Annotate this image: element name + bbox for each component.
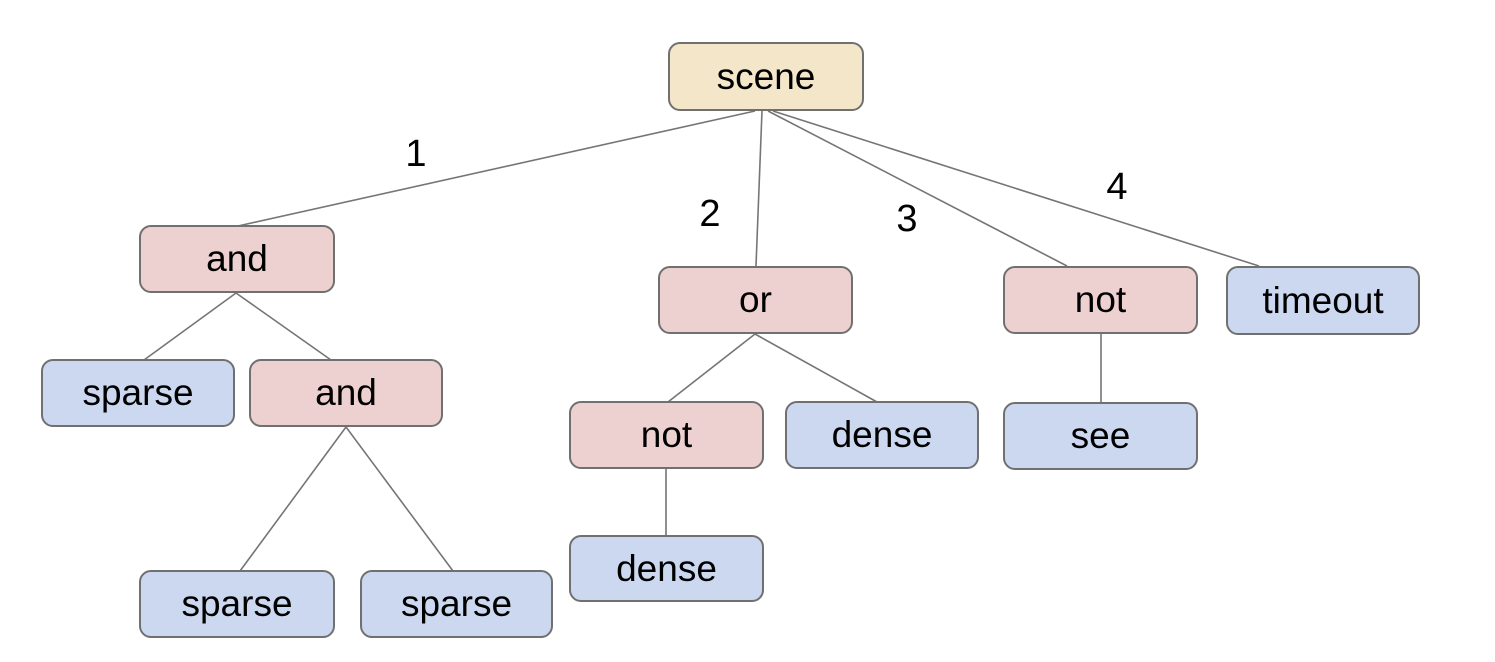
node-dense-2: dense — [569, 535, 764, 602]
edge-and-and — [235, 292, 332, 361]
edge-label-3: 3 — [896, 198, 917, 240]
edge-and2-sparse3 — [345, 426, 454, 572]
edge-scene-timeout — [772, 110, 1260, 267]
node-sparse-2: sparse — [139, 570, 335, 638]
node-not-1: not — [1003, 266, 1198, 334]
node-scene: scene — [668, 42, 864, 111]
node-and-1: and — [139, 225, 335, 293]
edge-scene-or — [755, 110, 763, 267]
node-timeout: timeout — [1226, 266, 1420, 335]
node-see: see — [1003, 402, 1198, 470]
edge-label-2: 2 — [699, 193, 720, 235]
node-or: or — [658, 266, 853, 334]
edge-or-not — [667, 333, 756, 403]
node-not-2: not — [569, 401, 764, 469]
edge-label-4: 4 — [1106, 166, 1127, 208]
edge-scene-not — [767, 110, 1068, 267]
edge-and-sparse — [143, 292, 237, 361]
edge-or-dense — [754, 333, 878, 403]
node-sparse-1: sparse — [41, 359, 235, 427]
edge-and2-sparse2 — [239, 426, 347, 572]
node-dense-1: dense — [785, 401, 979, 469]
node-and-2: and — [249, 359, 443, 427]
node-sparse-3: sparse — [360, 570, 553, 638]
edge-label-1: 1 — [405, 133, 426, 175]
edge-scene-and — [237, 110, 756, 227]
